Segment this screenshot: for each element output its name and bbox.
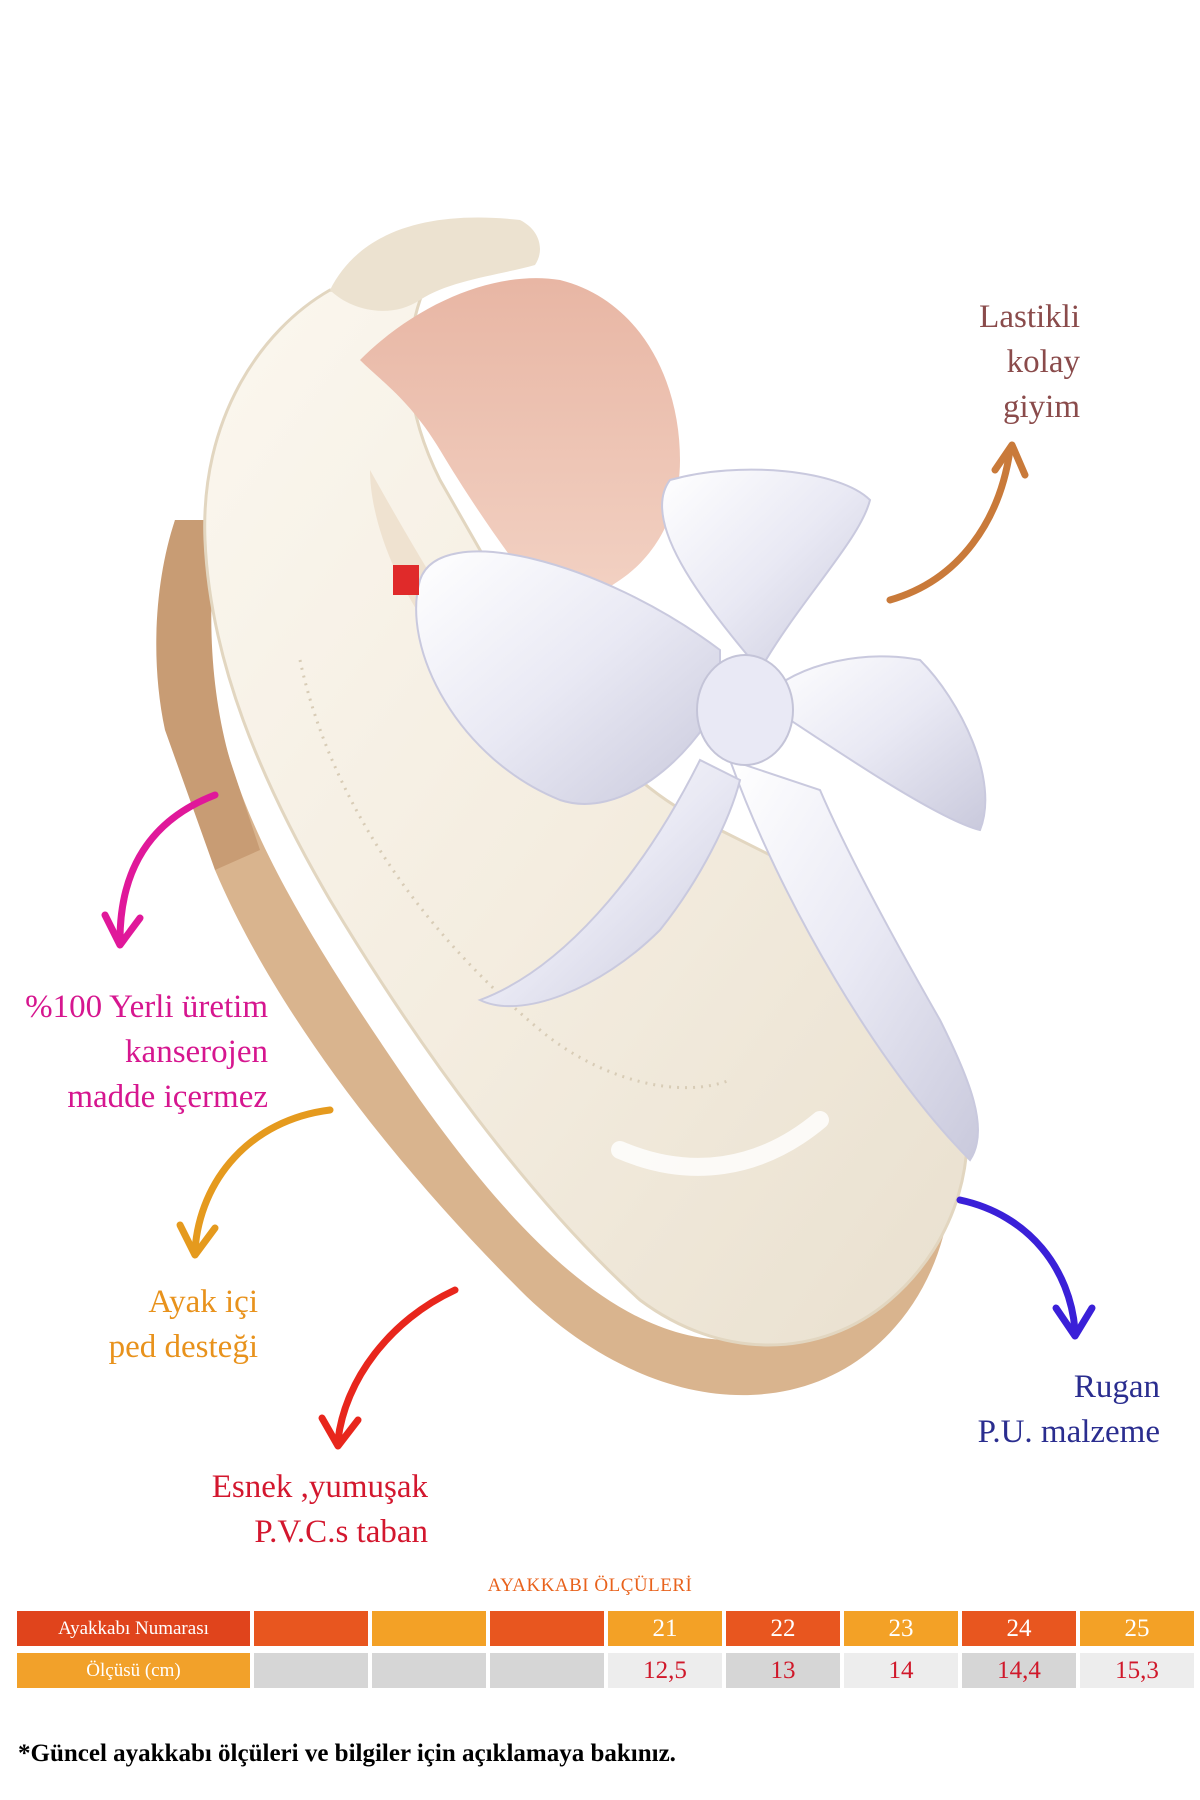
arrow-domestic <box>116 791 219 944</box>
size-number-cell-6: 23 <box>844 1611 958 1646</box>
size-cm-cell-2 <box>372 1653 486 1688</box>
callout-elastic-line-2: kolay <box>1006 344 1080 380</box>
callout-insole-line-2: ped desteği <box>108 1329 258 1365</box>
callout-material-line-1: Rugan <box>1073 1369 1160 1405</box>
callout-insole: Ayak içi ped desteği <box>40 1280 258 1370</box>
callout-elastic: Lastikli kolay giyim <box>900 295 1080 430</box>
size-cm-cell-4: 12,5 <box>608 1653 722 1688</box>
size-number-cell-4: 21 <box>608 1611 722 1646</box>
size-number-cell-1 <box>254 1611 368 1646</box>
shoe-lining <box>360 278 680 620</box>
size-cm-cell-8: 15,3 <box>1080 1653 1194 1688</box>
size-cm-cell-7: 14,4 <box>962 1653 1076 1688</box>
size-cm-cell-1 <box>254 1653 368 1688</box>
size-number-cell-7: 24 <box>962 1611 1076 1646</box>
size-chart-title: AYAKKABI ÖLÇÜLERİ <box>487 1575 693 1596</box>
arrow-insole <box>191 1106 334 1254</box>
callout-domestic-line-1: %100 Yerli üretim <box>25 989 268 1025</box>
shoe-product-image <box>101 217 1096 1450</box>
size-number-cell-8: 25 <box>1080 1611 1194 1646</box>
callout-sole: Esnek ,yumuşak P.V.C.s taban <box>130 1465 428 1555</box>
size-cm-cell-3 <box>490 1653 604 1688</box>
footnote: *Güncel ayakkabı ölçüleri ve bilgiler iç… <box>18 1740 676 1767</box>
callout-elastic-line-1: Lastikli <box>979 299 1080 335</box>
size-row-cm-label: Ölçüsü (cm) <box>17 1653 250 1688</box>
callout-material-line-2: P.U. malzeme <box>977 1414 1160 1450</box>
callout-insole-line-1: Ayak içi <box>148 1284 258 1320</box>
size-cm-cell-6: 14 <box>844 1653 958 1688</box>
size-row-number-label: Ayakkabı Numarası <box>17 1611 250 1646</box>
callout-domestic-line-2: kanserojen <box>125 1034 268 1070</box>
size-number-cell-2 <box>372 1611 486 1646</box>
shoe-back-tab <box>330 217 540 311</box>
arrow-elastic <box>886 446 1014 604</box>
callout-material: Rugan P.U. malzeme <box>920 1365 1160 1455</box>
callout-domestic: %100 Yerli üretim kanserojen madde içerm… <box>0 985 268 1120</box>
size-number-cell-3 <box>490 1611 604 1646</box>
size-number-cell-5: 22 <box>726 1611 840 1646</box>
callout-sole-line-2: P.V.C.s taban <box>254 1514 428 1550</box>
callout-elastic-line-3: giyim <box>1002 389 1080 425</box>
callout-domestic-line-3: madde içermez <box>67 1079 268 1115</box>
callout-sole-line-1: Esnek ,yumuşak <box>211 1469 428 1505</box>
shoe-heel <box>156 520 260 870</box>
satin-bow <box>415 468 987 1162</box>
arrow-sole <box>334 1286 459 1444</box>
size-cm-cell-5: 13 <box>726 1653 840 1688</box>
arrow-material <box>956 1196 1079 1334</box>
